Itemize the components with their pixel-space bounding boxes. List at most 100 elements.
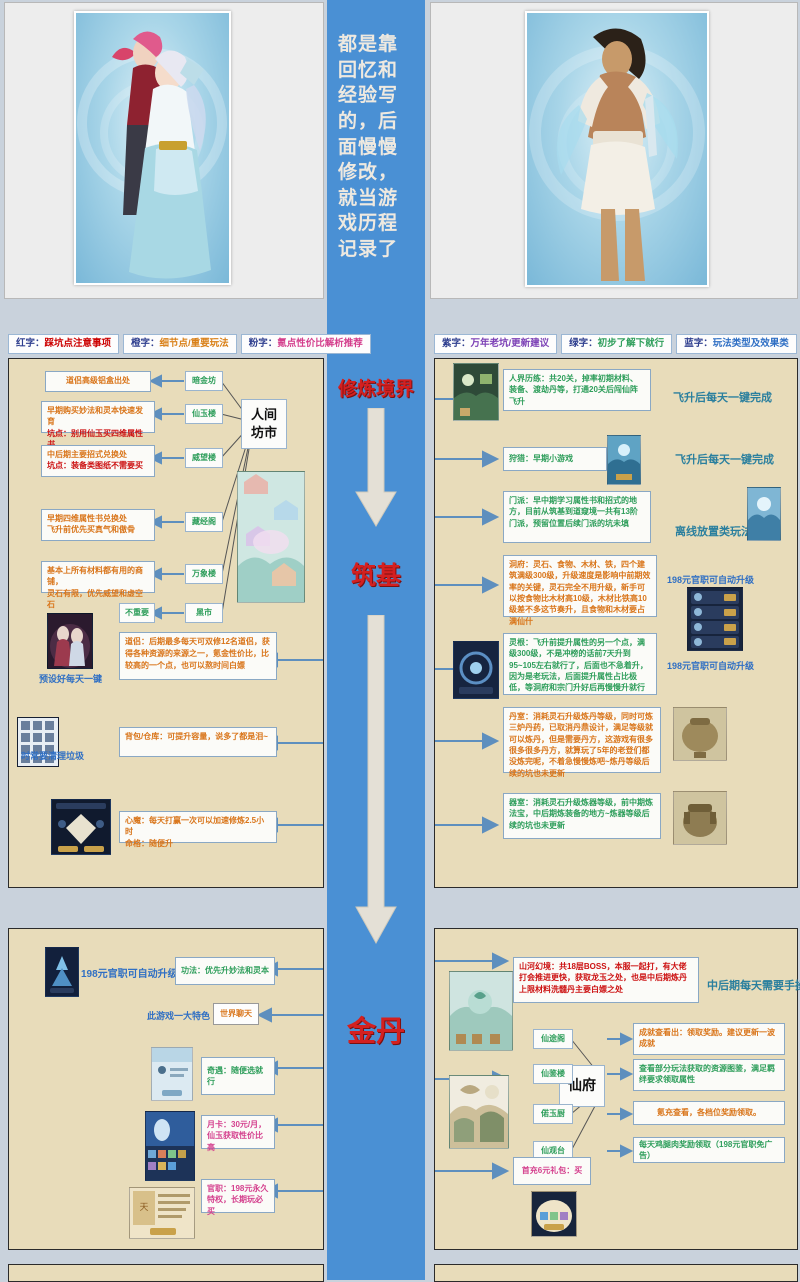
node-prestige-tower[interactable]: 威望楼 <box>185 448 223 468</box>
desc-dark-gold-workshop: 道侣高级铝盒出处 <box>45 371 151 392</box>
legend-key: 紫字： <box>442 338 471 349</box>
inventory-thumbnail <box>17 717 59 767</box>
panel-left-upper: 人间坊市 暗金坊 仙玉楼 威望楼 藏经阁 万象楼 黑市 道侣高级铝盒出处 早期购… <box>8 358 324 888</box>
desc-xianguantai: 每天鸡腿肉奖励领取（198元官职免广告） <box>633 1137 785 1163</box>
node-nuoyuchu[interactable]: 偌玉厨 <box>533 1104 573 1124</box>
legend-value: 细节点/重要玩法 <box>159 338 229 349</box>
node-world-chat[interactable]: 世界聊天 <box>213 1003 259 1025</box>
desc-shanhe-huanjing: 山河幻境：共18层BOSS，本服一起打，有大佬打会推进更快，获取龙玉之处，也是中… <box>513 957 699 1003</box>
center-spine: 都是靠回忆和经验写的，后面慢慢修改，就当游戏历程记录了 修炼境界 筑基 金丹 <box>327 0 425 1280</box>
offline-idle-thumbnail <box>747 487 781 541</box>
top-left-image-panel <box>4 2 324 299</box>
desc-myriad-tower: 基本上所有材料都有用的商铺， 灵石有限，优先威望和虚空石 <box>41 561 155 609</box>
desc-line-1: 早期四维属性书兑换处 <box>47 514 127 523</box>
xinmo-thumbnail <box>51 799 111 855</box>
legend-value: 初步了解下就行 <box>597 338 665 349</box>
node-xiantuge[interactable]: 仙途阁 <box>533 1029 573 1049</box>
legend-item-red: 红字：踩坑点注意事项 <box>8 334 120 354</box>
panel-right-upper: 人界历练：共20关，掉率初期材料、装备、渡劫丹等，打通20关后闯仙阵飞升 飞升后… <box>434 358 798 888</box>
desc-line-1: 中后期主要招式兑换处 <box>47 450 127 459</box>
desc-renjie-lilian: 人界历练：共20关，掉率初期材料、装备、渡劫丹等，打通20关后闯仙阵飞升 <box>503 369 651 411</box>
gongfa-thumbnail <box>45 947 79 997</box>
node-scripture-pavilion[interactable]: 藏经阁 <box>185 512 223 532</box>
legend-value: 万年老坑/更新建议 <box>470 338 550 349</box>
desc-line-2: 命格：随便升 <box>125 838 173 848</box>
desc-official-rank: 官职：198元永久 特权，长期玩必买 <box>201 1179 275 1216</box>
desc-weapon-room: 器室：消耗灵石升级炼器等级，前中期炼法宝，中后期炼装备的地方~炼器等级后续的坑也… <box>503 793 661 839</box>
side-note-offline-idle: 离线放置类玩法 <box>675 526 752 538</box>
desc-gongfa: 功法：优先升妙法和灵本 <box>175 957 275 985</box>
lingen-thumbnail <box>453 641 499 699</box>
desc-cave-mansion: 洞府：灵石、食物、木材、铁，四个建筑满级300级，升级速度是影响中前期效率的关键… <box>503 555 657 626</box>
desc-line-2: 飞升前优先买真气和傲骨 <box>47 525 135 535</box>
label-game-feature: 此游戏一大特色 <box>147 1011 211 1021</box>
desc-line-1: 基本上所有材料都有用的商铺， <box>47 566 143 587</box>
monthly-card-thumbnail <box>145 1111 195 1181</box>
side-note-official-rank-2: 198元官职可自动升级 <box>667 661 755 671</box>
desc-black-market: 不重要 <box>119 603 155 623</box>
desc-scripture-pavilion: 早期四维属性书兑换处 飞升前优先买真气和傲骨 <box>41 509 155 541</box>
stage-title-foundation: 筑基 <box>350 562 401 590</box>
desc-xinmo-mingge: 心魔：每天打赢一次可以加速修炼2.5小时 命格：随便升 <box>119 811 277 848</box>
stage-title-golden-core: 金丹 <box>346 1016 405 1048</box>
node-black-market[interactable]: 黑市 <box>185 603 223 623</box>
desc-qiyu: 奇遇：随便选就行 <box>201 1057 275 1095</box>
label-clean-junk: 时常要清理垃圾 <box>21 751 85 761</box>
panel-right-bottom-stub <box>434 1264 798 1282</box>
desc-line-2: 特权，长期玩必买 <box>207 1195 263 1216</box>
cauldron-thumbnail-2 <box>673 791 727 845</box>
stage-title-cultivation-realm: 修炼境界 <box>337 379 414 400</box>
node-xianjianlou[interactable]: 仙鉴楼 <box>533 1064 573 1084</box>
legend-item-orange: 橙字：细节点/重要玩法 <box>123 334 237 354</box>
character-art-female <box>74 11 231 285</box>
legend-key: 橙字： <box>131 338 160 349</box>
hunting-thumbnail <box>607 435 641 485</box>
down-arrow-icon-1 <box>354 408 398 528</box>
side-note-manual-play: 中后期每天需要手操玩法 <box>707 980 800 992</box>
node-immortal-jade-tower[interactable]: 仙玉楼 <box>185 404 223 424</box>
desc-prestige-tower: 中后期主要招式兑换处 坑点：装备类图纸不需要买 <box>41 445 155 477</box>
legend-value: 玩法类型及效果类 <box>712 338 789 349</box>
desc-line-2: 灵石有限，优先威望和虚空石 <box>47 588 143 610</box>
legend-right: 紫字：万年老坑/更新建议 绿字：初步了解下就行 蓝字：玩法类型及效果类 <box>434 334 797 354</box>
desc-line-1: 心魔：每天打赢一次可以加速修炼2.5小时 <box>125 816 265 837</box>
desc-line-2: 仙玉获取性价比高 <box>207 1131 263 1152</box>
legend-item-pink: 粉字：氪点性价比解析推荐 <box>240 334 371 354</box>
desc-daolv: 道侣：后期最多每天可双修12名道侣，获得各种资源的来源之一，氪金性价比，比较高的… <box>119 632 277 680</box>
side-note-ascend-onekey-2: 飞升后每天一键完成 <box>675 454 774 466</box>
legend-key: 绿字： <box>569 338 598 349</box>
desc-xiantuge: 成就查看出：领取奖励。建议更新一波成就 <box>633 1023 785 1055</box>
legend-key: 红字： <box>16 338 45 349</box>
node-human-realm-market[interactable]: 人间坊市 <box>241 399 287 449</box>
first-recharge-thumbnail <box>531 1191 577 1237</box>
upgrade-list-thumbnail <box>687 587 743 651</box>
desc-immortal-jade-tower: 早期购买妙法和灵本快速发育 坑点：别用仙玉买四维属性书 <box>41 401 155 449</box>
desc-line-1: 早期购买妙法和灵本快速发育 <box>47 406 143 427</box>
desc-backpack-warehouse: 背包/仓库：可提升容量，说多了都是泪~ <box>119 727 277 757</box>
renjie-lilian-thumbnail <box>453 363 499 421</box>
desc-line-2: 坑点：装备类图纸不需要买 <box>47 461 143 471</box>
legend-item-purple: 紫字：万年老坑/更新建议 <box>434 334 558 354</box>
desc-sect: 门派：早中期学习属性书和招式的地方，目前从筑基到道窥境一共有13阶门派，预留位置… <box>503 491 651 543</box>
market-map-thumbnail <box>237 471 305 603</box>
cauldron-thumbnail-1 <box>673 707 727 761</box>
desc-spirit-root: 灵根：飞升前提升属性的另一个点，满级300级，不是冲榜的话前7天升到95~105… <box>503 633 657 695</box>
node-dark-gold-workshop[interactable]: 暗金坊 <box>185 371 223 391</box>
desc-first-recharge: 首充6元礼包：买 <box>513 1157 591 1185</box>
svg-text:天: 天 <box>139 1202 148 1212</box>
down-arrow-icon-2 <box>354 615 398 945</box>
desc-nuoyuchu: 氪充查看，各档位奖励领取。 <box>633 1101 785 1125</box>
legend-value: 氪点性价比解析推荐 <box>277 338 363 349</box>
panel-left-lower: 198元官职可自动升级 功法：优先升妙法和灵本 此游戏一大特色 世界聊天 奇遇：… <box>8 928 324 1250</box>
desc-line-1: 月卡：30元/月， <box>207 1120 267 1129</box>
desc-line-2: 坑点：别用仙玉买四维属性书 <box>47 428 143 449</box>
panel-right-lower: 山河幻境：共18层BOSS，本服一起打，有大佬打会推进更快，获取龙玉之处，也是中… <box>434 928 800 1250</box>
official-rank-thumbnail: 天 <box>129 1187 195 1239</box>
badge-official-rank-auto-upgrade: 198元官职可自动升级 <box>81 969 178 980</box>
legend-key: 蓝字： <box>684 338 713 349</box>
desc-alchemy-room: 丹室：消耗灵石升级炼丹等级，同时可炼三炉丹药，已取消丹鼎设计，满足等级就可以炼丹… <box>503 707 661 778</box>
desc-hunting: 狩猎：早期小游戏 <box>503 447 607 471</box>
node-myriad-tower[interactable]: 万象楼 <box>185 564 223 584</box>
legend-item-green: 绿字：初步了解下就行 <box>561 334 673 354</box>
label-preset-daily-onekey: 预设好每天一键 <box>39 674 103 684</box>
